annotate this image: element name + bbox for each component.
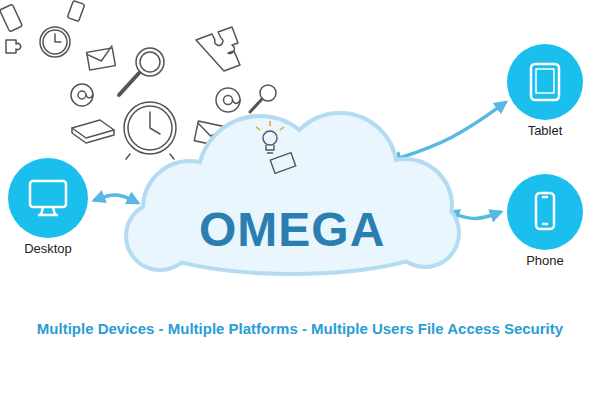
device-icon	[0, 158, 98, 238]
device-circle: Desktop	[0, 158, 98, 257]
sync-arrow	[391, 102, 506, 161]
sync-arrow	[94, 195, 138, 203]
device-icon	[495, 174, 595, 250]
brand-name: OMEGA	[199, 206, 385, 254]
device-label: Tablet	[495, 123, 595, 139]
device-circle: Phone	[495, 174, 595, 269]
device-circle: Tablet	[495, 44, 595, 139]
device-icon	[495, 44, 595, 120]
cloud-outline	[120, 108, 465, 280]
device-label: Desktop	[0, 241, 98, 257]
caption-text: Multiple Devices - Multiple Platforms - …	[25, 318, 575, 340]
cloud-shape: OMEGA	[120, 108, 465, 280]
device-label: Phone	[495, 253, 595, 269]
